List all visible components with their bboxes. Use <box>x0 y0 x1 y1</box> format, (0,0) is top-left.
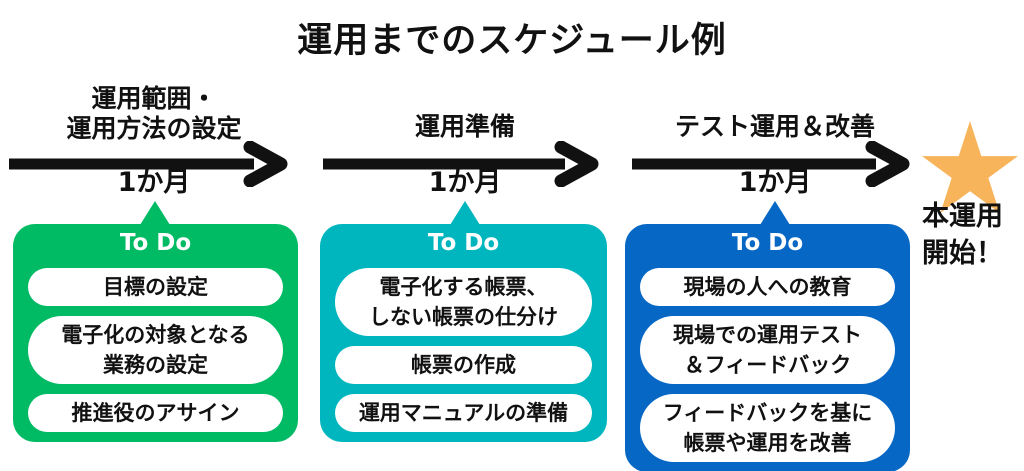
todo-item-line: しない帳票の仕分け <box>369 305 558 329</box>
arrow-head-icon <box>554 141 599 187</box>
todo-item: 推進役のアサイン <box>28 394 283 432</box>
todo-item: 現場の人への教育 <box>640 268 895 306</box>
milestone-label-line-1: 本運用 <box>922 201 1003 232</box>
todo-item-line: 目標の設定 <box>103 275 208 299</box>
pointer-triangle <box>140 201 170 225</box>
phase-2-duration: 1か月 <box>428 167 502 198</box>
pointer-triangle <box>450 201 480 225</box>
todo-box-phase-1: To Do 目標の設定 電子化の対象となる 業務の設定 推進役のアサイン <box>13 201 298 442</box>
arrow-head-icon <box>243 141 288 187</box>
todo-item: 電子化する帳票、 しない帳票の仕分け <box>335 268 592 336</box>
todo-item-line: 推進役のアサイン <box>71 401 240 425</box>
todo-item-line: 現場での運用テスト <box>673 323 862 347</box>
phase-2-label-line-1: 運用準備 <box>414 112 515 141</box>
phase-3-label: テスト運用＆改善 <box>630 112 920 142</box>
todo-item-line: 運用マニュアルの準備 <box>358 401 569 425</box>
todo-item: 現場での運用テスト ＆フィードバック <box>640 316 895 384</box>
todo-item: 目標の設定 <box>28 268 283 306</box>
timeline-arrow-1 <box>9 141 288 187</box>
milestone-label-line-2: 開始！ <box>922 238 1003 269</box>
todo-item-line: 帳票や運用を改善 <box>683 431 852 455</box>
todo-header: To Do <box>427 230 500 256</box>
todo-item-line: 帳票の作成 <box>411 353 516 377</box>
timeline-arrow-2 <box>323 141 599 187</box>
todo-item-line: 電子化する帳票、 <box>379 275 548 299</box>
phase-1-duration: 1か月 <box>117 167 191 198</box>
milestone-label: 本運用 開始！ <box>922 198 1024 272</box>
arrow-head-icon <box>865 141 910 187</box>
page-title: 運用までのスケジュール例 <box>297 21 727 61</box>
todo-item: フィードバックを基に 帳票や運用を改善 <box>640 394 895 462</box>
phase-2-label: 運用準備 <box>320 112 610 142</box>
todo-header: To Do <box>731 230 804 256</box>
phase-3-duration: 1か月 <box>738 167 812 198</box>
todo-item: 帳票の作成 <box>335 346 592 384</box>
todo-box-phase-2: To Do 電子化する帳票、 しない帳票の仕分け 帳票の作成 運用マニュアルの準… <box>320 201 607 442</box>
todo-item-line: フィードバックを基に <box>662 401 873 425</box>
todo-item-line: 電子化の対象となる <box>61 323 250 347</box>
phase-3-label-line-1: テスト運用＆改善 <box>674 112 875 141</box>
phase-1-label: 運用範囲・ 運用方法の設定 <box>0 84 308 144</box>
todo-item-line: 業務の設定 <box>103 353 208 377</box>
todo-item-line: ＆フィードバック <box>683 353 852 377</box>
todo-item-line: 現場の人への教育 <box>683 275 852 299</box>
todo-item: 電子化の対象となる 業務の設定 <box>28 316 283 384</box>
timeline-arrow-3 <box>632 141 910 187</box>
todo-box-phase-3: To Do 現場の人への教育 現場での運用テスト ＆フィードバック フィードバッ… <box>625 201 910 471</box>
phase-1-label-line-1: 運用範囲・ <box>91 84 217 113</box>
todo-item: 運用マニュアルの準備 <box>335 394 592 432</box>
todo-header: To Do <box>119 230 192 256</box>
phase-1-label-line-2: 運用方法の設定 <box>66 114 242 143</box>
pointer-triangle <box>760 201 790 225</box>
